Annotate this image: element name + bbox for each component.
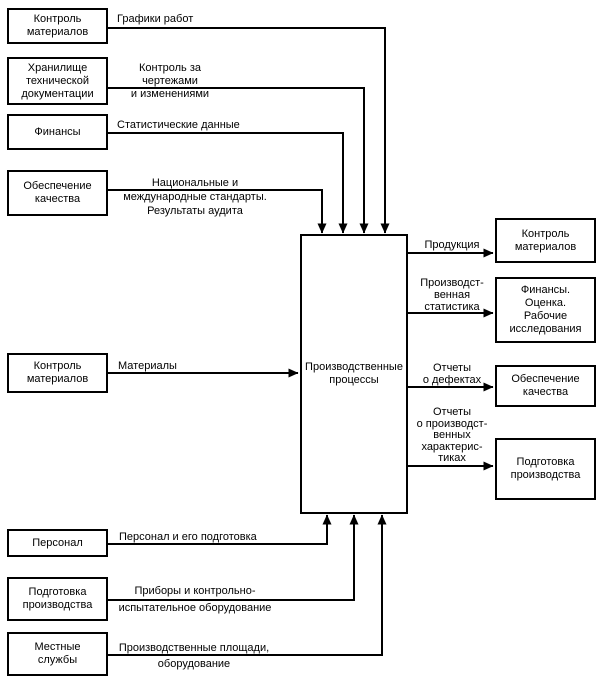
box-quality-assurance-left: Обеспечение качества: [7, 170, 108, 216]
box-label: Контроль материалов: [514, 227, 577, 253]
box-label: Хранилище технической документации: [21, 61, 94, 100]
box-materials-control-mid: Контроль материалов: [7, 353, 108, 393]
box-technical-documentation-store: Хранилище технической документации: [7, 57, 108, 105]
arrow-label-standards-audit: Национальные и международные стандарты. …: [123, 177, 267, 217]
box-personnel: Персонал: [7, 529, 108, 557]
arrow-label-defect-reports: Отчеты о дефектах: [422, 362, 482, 386]
box-materials-control-right: Контроль материалов: [495, 218, 596, 263]
box-label: Финансы: [34, 125, 81, 138]
connector-statistical-data: [108, 132, 348, 234]
arrow-label-drawing-control: Контроль за чертежами и изменениями: [130, 62, 210, 100]
arrow-label-materials: Материалы: [118, 360, 177, 372]
box-finance-evaluation-research: Финансы. Оценка. Рабочие исследования: [495, 277, 596, 343]
box-label: Контроль материалов: [26, 360, 89, 385]
arrow-label-statistical-data: Статистические данные: [117, 119, 240, 131]
arrow-label-personnel-training: Персонал и его подготовка: [119, 531, 257, 543]
connector-test-equipment: [108, 514, 359, 601]
arrow-label-facilities: Производственные площади, оборудование: [118, 642, 270, 670]
box-finance: Финансы: [7, 114, 108, 150]
box-label: Обеспечение качества: [511, 373, 580, 398]
connector-personnel: [108, 514, 332, 545]
connector-drawing-control: [108, 87, 369, 234]
box-label: Подготовка производства: [510, 456, 581, 481]
connector-work-schedules: [108, 27, 390, 234]
box-local-services: Местные службы: [7, 632, 108, 676]
arrow-label-test-equipment: Приборы и контрольно- испытательное обор…: [118, 585, 272, 614]
box-quality-assurance-right: Обеспечение качества: [495, 365, 596, 407]
arrow-label-products: Продукция: [424, 239, 480, 251]
arrow-label-production-characteristics: Отчеты о производст- венных характерис- …: [416, 406, 488, 464]
box-production-processes: Производственные процессы: [300, 234, 408, 514]
box-production-preparation-left: Подготовка производства: [7, 577, 108, 621]
box-production-preparation-right: Подготовка производства: [495, 438, 596, 500]
connector-standards-audit: [108, 189, 327, 234]
box-label: Подготовка производства: [22, 586, 93, 611]
box-label: Обеспечение качества: [23, 180, 92, 205]
box-label: Производственные процессы: [305, 361, 403, 386]
box-label: Персонал: [32, 536, 83, 549]
box-label: Финансы. Оценка. Рабочие исследования: [509, 284, 582, 335]
arrow-label-work-schedules: Графики работ: [117, 13, 194, 25]
box-label: Контроль материалов: [26, 13, 89, 38]
connector-facilities: [108, 514, 387, 656]
box-label: Местные службы: [34, 641, 81, 666]
box-materials-control-top: Контроль материалов: [7, 8, 108, 44]
arrow-label-production-statistics: Производст- венная статистика: [420, 277, 484, 313]
